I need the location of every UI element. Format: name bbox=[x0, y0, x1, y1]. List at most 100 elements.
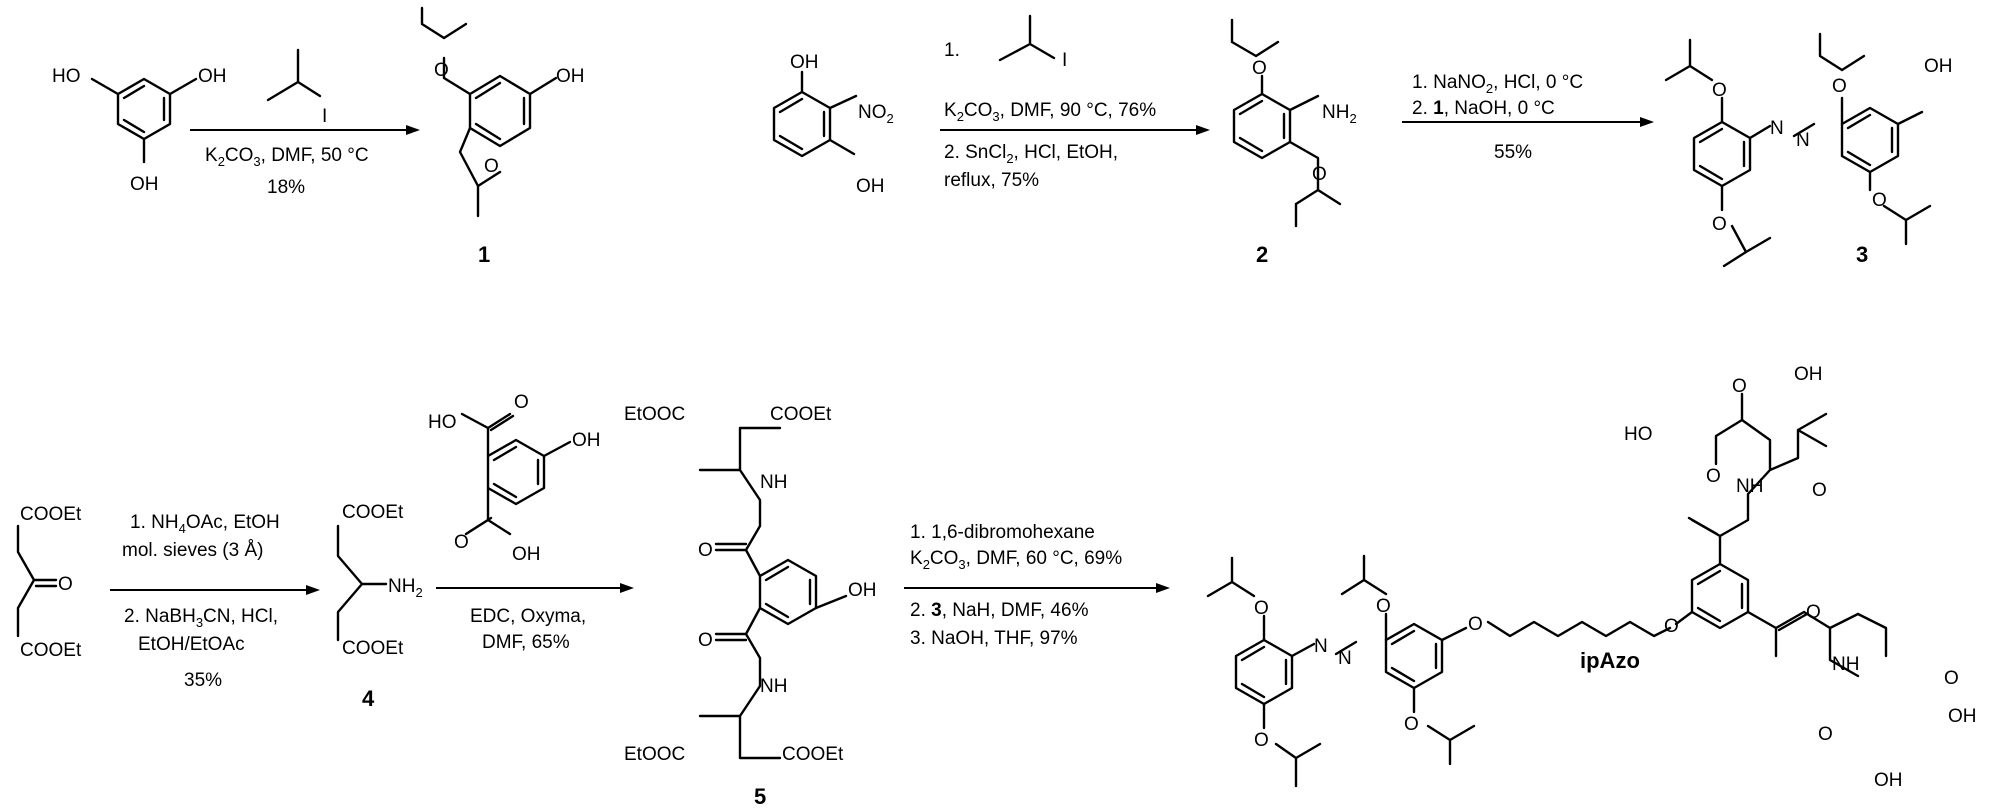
reaction-yield: 18% bbox=[267, 177, 305, 198]
atom-label: N bbox=[1770, 118, 1784, 139]
reaction-conditions: 3. NaOH, THF, 97% bbox=[910, 628, 1078, 649]
atom-label: OH bbox=[856, 176, 885, 197]
atom-label: OH bbox=[512, 544, 541, 565]
atom-label: O bbox=[1312, 164, 1327, 185]
atom-label: EtOOC bbox=[624, 404, 685, 425]
reaction-conditions: 2. 1, NaOH, 0 °C bbox=[1412, 98, 1555, 119]
atom-label: OH bbox=[130, 174, 159, 195]
atom-label: EtOOC bbox=[624, 744, 685, 765]
atom-label: O bbox=[698, 540, 713, 561]
atom-label: HO bbox=[52, 66, 81, 87]
atom-label: N bbox=[1338, 648, 1352, 669]
atom-label: HO bbox=[428, 412, 457, 433]
reaction-conditions: DMF, 65% bbox=[482, 632, 570, 653]
atom-label: OH bbox=[848, 580, 877, 601]
reaction-conditions: mol. sieves (3 Å) bbox=[122, 540, 263, 561]
atom-label: NH bbox=[1832, 654, 1859, 675]
atom-label: O bbox=[454, 532, 469, 553]
compound-label-4: 4 bbox=[362, 686, 375, 711]
compound-5-structure bbox=[698, 426, 848, 760]
atom-label: O bbox=[1806, 602, 1821, 623]
reaction-conditions: EtOH/EtOAc bbox=[138, 634, 245, 655]
atom-label: O bbox=[1944, 668, 1959, 689]
reaction-conditions: 1. NH4OAc, EtOH bbox=[130, 512, 280, 536]
atom-label: COOEt bbox=[342, 638, 404, 659]
atom-label: O bbox=[1818, 724, 1833, 745]
reaction-conditions: EDC, Oxyma, bbox=[470, 606, 586, 627]
reaction-arrow bbox=[940, 125, 1210, 135]
atom-label: NH bbox=[760, 472, 787, 493]
atom-label: OH bbox=[1924, 56, 1953, 77]
compound-label-ipazo: ipAzo bbox=[1580, 648, 1640, 673]
compound-label-2: 2 bbox=[1256, 242, 1268, 267]
atom-label: I bbox=[1062, 50, 1067, 71]
atom-label: COOEt bbox=[342, 502, 404, 523]
atom-label: O bbox=[1732, 376, 1747, 397]
atom-label: N bbox=[1796, 130, 1810, 151]
atom-label: OH bbox=[556, 66, 585, 87]
atom-label: O bbox=[1872, 190, 1887, 211]
diethyl-acetonedicarboxylate-structure bbox=[16, 524, 58, 638]
compound-2-structure bbox=[1230, 18, 1342, 228]
reaction-conditions: 1. NaNO2, HCl, 0 °C bbox=[1412, 72, 1583, 96]
reaction-arrow bbox=[110, 585, 320, 595]
atom-label: O bbox=[698, 630, 713, 651]
atom-label: O bbox=[1664, 616, 1679, 637]
atom-label: OH bbox=[198, 66, 227, 87]
reaction-conditions: 2. NaBH3CN, HCl, bbox=[124, 606, 278, 630]
atom-label: O bbox=[1254, 730, 1269, 751]
atom-label: OH bbox=[1794, 364, 1823, 385]
atom-label: NH bbox=[1736, 476, 1763, 497]
atom-label: N bbox=[1314, 636, 1328, 657]
compound-label-1: 1 bbox=[478, 242, 490, 267]
atom-label: O bbox=[1812, 480, 1827, 501]
reaction-conditions: K2CO3, DMF, 90 °C, 76% bbox=[944, 100, 1156, 124]
atom-label: O bbox=[1712, 214, 1727, 235]
atom-label: NO2 bbox=[858, 102, 894, 126]
isopropyl-iodide-structure bbox=[998, 14, 1056, 62]
atom-label: O bbox=[1468, 614, 1483, 635]
compound-label-3: 3 bbox=[1856, 242, 1868, 267]
atom-label: O bbox=[1706, 466, 1721, 487]
atom-label: OH bbox=[790, 52, 819, 73]
reaction-step-number: 1. bbox=[944, 40, 960, 61]
atom-label: O bbox=[1404, 714, 1419, 735]
atom-label: OH bbox=[1948, 706, 1977, 727]
atom-label: NH2 bbox=[388, 576, 423, 600]
atom-label: O bbox=[1832, 76, 1847, 97]
atom-label: COOEt bbox=[20, 504, 82, 525]
reaction-arrow bbox=[1402, 117, 1654, 127]
reaction-arrow bbox=[436, 583, 634, 593]
atom-label: O bbox=[1712, 80, 1727, 101]
compound-4-structure bbox=[336, 524, 388, 642]
reaction-conditions: K2CO3, DMF, 50 °C bbox=[205, 145, 369, 169]
atom-label: O bbox=[1376, 596, 1391, 617]
reaction-arrow bbox=[190, 125, 420, 135]
reaction-conditions: reflux, 75% bbox=[944, 170, 1039, 191]
atom-label: O bbox=[1254, 598, 1269, 619]
atom-label: I bbox=[322, 106, 327, 127]
reaction-conditions: 2. 3, NaH, DMF, 46% bbox=[910, 600, 1089, 621]
atom-label: NH2 bbox=[1322, 102, 1357, 126]
atom-label: NH bbox=[760, 676, 787, 697]
atom-label: COOEt bbox=[770, 404, 832, 425]
atom-label: HO bbox=[1624, 424, 1653, 445]
atom-label: O bbox=[1252, 58, 1267, 79]
reaction-arrow bbox=[904, 583, 1170, 593]
atom-label: O bbox=[514, 392, 529, 413]
atom-label: COOEt bbox=[20, 640, 82, 661]
compound-label-5: 5 bbox=[754, 784, 766, 809]
atom-label: OH bbox=[1874, 770, 1903, 791]
phloroglucinol-structure bbox=[90, 77, 198, 164]
compound-3-structure bbox=[1664, 32, 1932, 268]
nitroresorcinol-structure bbox=[772, 70, 858, 158]
atom-label: OH bbox=[572, 430, 601, 451]
reaction-conditions: K2CO3, DMF, 60 °C, 69% bbox=[910, 548, 1122, 572]
atom-label: O bbox=[434, 60, 449, 81]
atom-label: O bbox=[58, 574, 73, 595]
reaction-yield: 55% bbox=[1494, 142, 1532, 163]
reaction-conditions: 1. 1,6-dibromohexane bbox=[910, 522, 1095, 543]
hydroxyisophthalic-acid-structure bbox=[460, 412, 572, 536]
atom-label: COOEt bbox=[782, 744, 844, 765]
